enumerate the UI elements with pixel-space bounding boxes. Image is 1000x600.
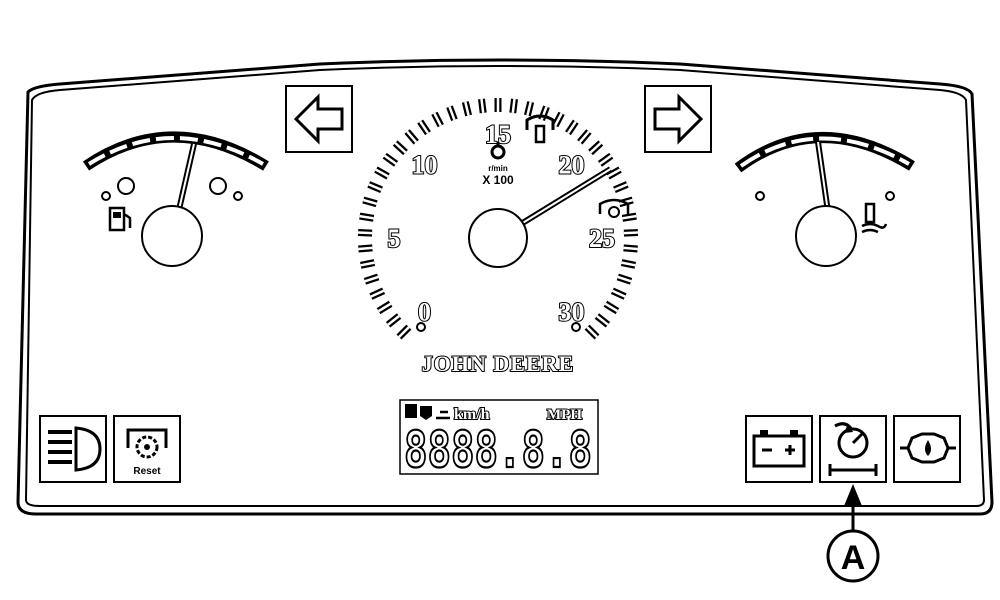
- transmission-indicator-a: [819, 415, 887, 483]
- pto-indicator-icon: [525, 114, 555, 144]
- lcd-unit-mph: MPH: [547, 407, 582, 423]
- lcd-digits: 8888.8.8: [404, 421, 592, 479]
- headlight-indicator: [39, 415, 107, 483]
- tachometer-tick-highlight: [578, 130, 590, 144]
- left-turn-signal-indicator: [285, 85, 353, 153]
- tachometer-tick-highlight: [480, 98, 485, 114]
- lcd-small-icons: [405, 404, 450, 420]
- distance-icon: [436, 410, 450, 420]
- tachometer-tick-highlight: [596, 315, 609, 326]
- engine-rpm-icon: [490, 142, 506, 160]
- right-turn-signal-indicator: [644, 85, 712, 153]
- tachometer-tick-highlight: [613, 183, 628, 191]
- tachometer-tick-highlight: [511, 98, 516, 114]
- rotation-pto-icon: [828, 422, 878, 476]
- tachometer-tick-highlight: [377, 302, 392, 313]
- tachometer-label: 5: [388, 224, 401, 253]
- battery-icon: [752, 430, 806, 468]
- tachometer-tick-highlight: [599, 154, 613, 165]
- tachometer-tick-highlight: [566, 120, 577, 134]
- fuel-gauge-hub: [141, 205, 203, 267]
- hour-meter-icon: [405, 404, 417, 418]
- tachometer-tick-highlight: [359, 214, 374, 220]
- panel-outer-outline: [16, 58, 994, 516]
- tachometer-tick-highlight: [398, 326, 410, 338]
- gear-reset-icon: [126, 428, 168, 459]
- engine-oil-pressure-indicator: [893, 415, 961, 483]
- tachometer-tick-highlight: [358, 231, 373, 235]
- lcd-unit-kmh: km/h: [454, 406, 490, 423]
- callout-label: A: [841, 539, 866, 577]
- tachometer-tick-highlight: [617, 275, 632, 283]
- tachometer-tick-highlight: [589, 142, 602, 154]
- tachometer-tick-highlight: [360, 261, 375, 267]
- tachometer-tick-highlight: [364, 275, 379, 283]
- tachometer-tick-highlight: [375, 168, 389, 178]
- battery-charge-indicator: [745, 415, 813, 483]
- tachometer-label: 10: [412, 151, 438, 180]
- full-dot-large: [209, 177, 227, 195]
- service-alert-icon: [420, 406, 432, 420]
- cold-dot: [755, 191, 765, 201]
- left-arrow-icon: [293, 93, 344, 145]
- tachometer-tick-highlight: [448, 106, 456, 121]
- coolant-temperature-gauge: [734, 132, 915, 267]
- tachometer-tick-highlight: [419, 120, 430, 134]
- fuel-gauge: [82, 131, 269, 267]
- reset-button[interactable]: Reset: [113, 415, 181, 483]
- tachometer-tick-highlight: [623, 246, 638, 251]
- engine-speed-range-icon: [598, 198, 630, 218]
- right-arrow-icon: [653, 93, 704, 145]
- callout-circle: [826, 529, 880, 583]
- tachometer-tick-highlight: [623, 231, 638, 235]
- tachometer-hub: [468, 208, 528, 268]
- engine-oil-icon: [900, 432, 956, 464]
- tachometer-label: 20: [559, 151, 585, 180]
- tachometer-tick-highlight: [370, 289, 385, 298]
- tachometer-tick-highlight: [358, 246, 373, 251]
- tachometer-tick-highlight: [387, 315, 400, 326]
- tachometer-tick-highlight: [362, 198, 378, 206]
- empty-dot-large: [117, 177, 135, 195]
- tachometer-tick-highlight: [621, 261, 636, 267]
- tachometer-tick-highlight: [368, 183, 383, 191]
- headlight-icon: [48, 426, 102, 472]
- hot-dot: [885, 191, 895, 201]
- tachometer-ticks: [357, 98, 639, 340]
- coolant-temperature-icon: [861, 202, 888, 234]
- empty-dot-small: [101, 191, 111, 201]
- tachometer-tick-highlight: [622, 214, 637, 220]
- tachometer-label: 0: [418, 298, 431, 327]
- tachometer-tick-highlight: [406, 130, 418, 144]
- tachometer-label: 30: [559, 298, 585, 327]
- full-dot-small: [233, 191, 243, 201]
- tachometer-tick-highlight: [604, 302, 619, 313]
- callout-arrowhead: [844, 484, 862, 506]
- tachometer-tick-highlight: [394, 142, 407, 154]
- lcd-display: km/h MPH 8888.8.8: [399, 399, 599, 480]
- tachometer-tick-highlight: [464, 101, 470, 116]
- tachometer-unit-top: r/min: [488, 164, 508, 173]
- tachometer-tick-highlight: [607, 168, 621, 178]
- fuel-pump-icon: [108, 206, 132, 232]
- tachometer-tick-highlight: [526, 101, 532, 116]
- tachometer-tick-highlight: [383, 154, 397, 165]
- panel-inner-outline: [24, 65, 986, 507]
- tachometer-tick-highlight: [433, 112, 442, 127]
- reset-label: Reset: [133, 466, 161, 477]
- thirty-dot: [571, 322, 581, 332]
- zero-dot: [416, 322, 426, 332]
- tachometer-tick-highlight: [586, 326, 598, 338]
- temperature-gauge-hub: [795, 205, 857, 267]
- callout-a: A: [826, 484, 880, 583]
- tachometer-unit-bottom: X 100: [482, 173, 514, 187]
- brand-logo: JOHN DEERE: [422, 351, 574, 376]
- tachometer-needle-highlight: [514, 168, 612, 229]
- tachometer-tick-highlight: [554, 112, 563, 127]
- tachometer-tick-highlight: [611, 289, 626, 298]
- tachometer-label: 25: [589, 224, 615, 253]
